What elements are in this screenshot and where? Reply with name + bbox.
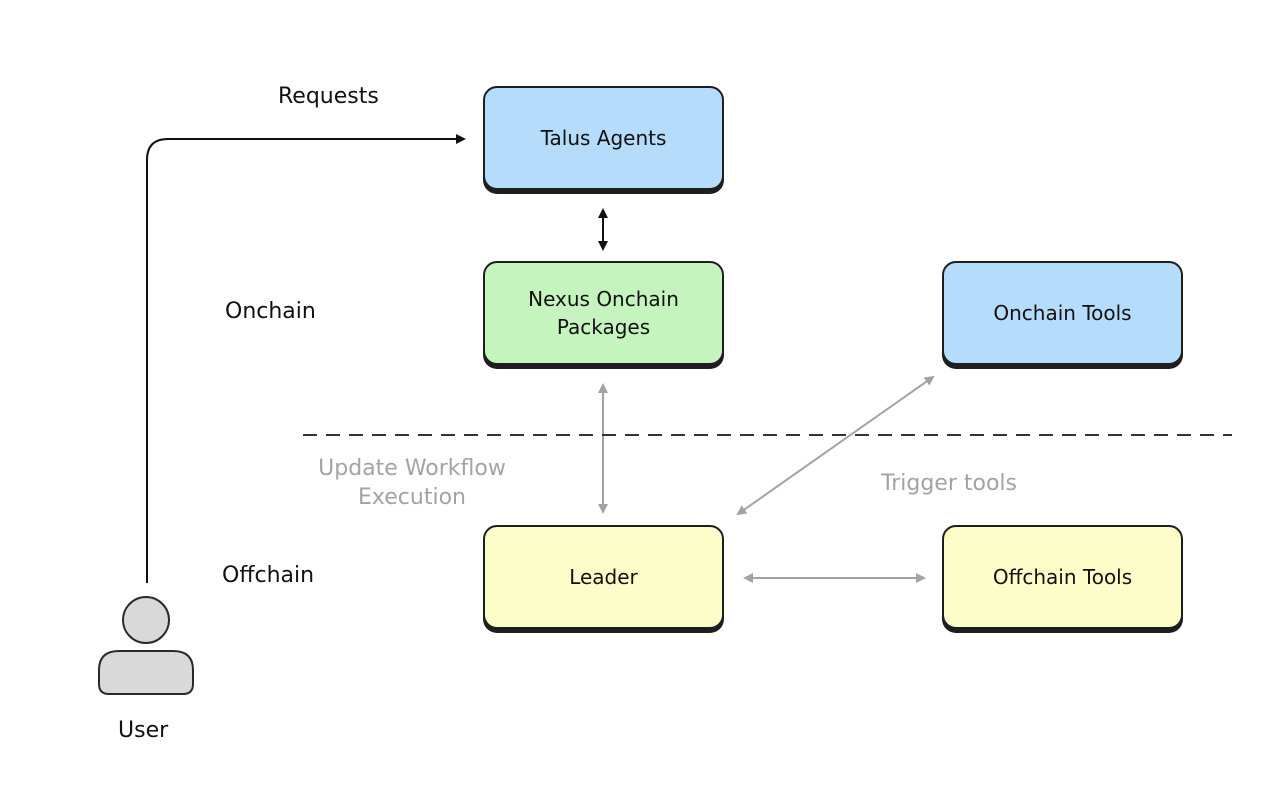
update-workflow-line2: Execution bbox=[358, 485, 466, 510]
leader-onchain-tools-arrow bbox=[736, 375, 935, 516]
onchain-tools-box: Onchain Tools bbox=[942, 261, 1183, 365]
update-workflow-label: Update Workflow Execution bbox=[298, 454, 526, 512]
nexus-line2: Packages bbox=[556, 315, 651, 339]
leader-label: Leader bbox=[569, 565, 638, 589]
nexus-line1: Nexus Onchain bbox=[528, 287, 679, 311]
trigger-tools-label: Trigger tools bbox=[881, 471, 1017, 496]
offchain-tools-box: Offchain Tools bbox=[942, 525, 1183, 629]
onchain-tools-label: Onchain Tools bbox=[993, 301, 1132, 325]
user-label: User bbox=[118, 718, 169, 743]
nexus-onchain-packages-box: Nexus Onchain Packages bbox=[483, 261, 724, 365]
offchain-tools-label: Offchain Tools bbox=[992, 565, 1133, 589]
requests-label: Requests bbox=[278, 84, 379, 109]
update-workflow-line1: Update Workflow bbox=[318, 456, 506, 481]
leader-box: Leader bbox=[483, 525, 724, 629]
talus-agents-box: Talus Agents bbox=[483, 86, 724, 190]
offchain-label: Offchain bbox=[222, 563, 315, 588]
nexus-onchain-packages-label: Nexus Onchain Packages bbox=[514, 285, 693, 341]
onchain-label: Onchain bbox=[225, 299, 316, 324]
person-icon bbox=[98, 596, 194, 695]
talus-agents-label: Talus Agents bbox=[540, 126, 667, 150]
requests-arrow bbox=[146, 134, 466, 583]
